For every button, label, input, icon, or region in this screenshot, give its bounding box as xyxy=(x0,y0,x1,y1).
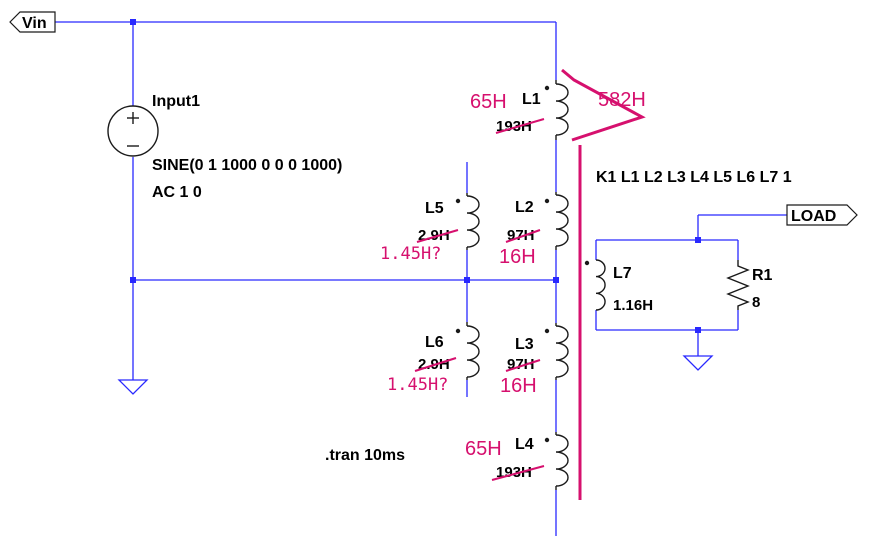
source-ac: AC 1 0 xyxy=(152,184,202,201)
l7-name: L7 xyxy=(613,265,632,282)
l3-value: 97H xyxy=(507,356,535,373)
l2-name: L2 xyxy=(515,199,534,216)
source-function: SINE(0 1 1000 0 0 0 1000) xyxy=(152,157,342,174)
source-name: Input1 xyxy=(152,93,200,110)
l6-annotation: 1.45H? xyxy=(387,375,448,395)
core-annotation-mark xyxy=(561,68,646,500)
r1-name: R1 xyxy=(752,267,773,284)
vin-net-flag[interactable]: Vin xyxy=(9,11,56,33)
inductor-l2-symbol[interactable] xyxy=(555,192,569,250)
l5-name: L5 xyxy=(425,200,444,217)
ground-symbol xyxy=(682,355,714,371)
l4-annotation: 65H xyxy=(465,438,502,460)
l1-name: L1 xyxy=(522,91,541,108)
l2-value: 97H xyxy=(507,227,535,244)
ground-symbol xyxy=(117,379,149,395)
coupling-directive[interactable]: K1 L1 L2 L3 L4 L5 L6 L7 1 xyxy=(596,169,792,186)
inductor-l7-symbol[interactable] xyxy=(595,259,606,311)
vin-label: Vin xyxy=(22,15,47,32)
l3-annotation: 16H xyxy=(500,375,537,397)
load-net-flag[interactable]: LOAD xyxy=(786,204,858,226)
inductor-l4-symbol[interactable] xyxy=(555,432,569,490)
tran-directive[interactable]: .tran 10ms xyxy=(325,447,405,464)
r1-value: 8 xyxy=(752,294,760,311)
load-label: LOAD xyxy=(791,208,836,225)
wires xyxy=(55,21,787,536)
l2-annotation: 16H xyxy=(499,246,536,268)
inductor-l1-symbol[interactable] xyxy=(555,80,569,140)
total-inductance-note: 582H xyxy=(598,89,646,111)
l6-name: L6 xyxy=(425,334,444,351)
junction-dots xyxy=(130,19,701,333)
l4-name: L4 xyxy=(515,436,534,453)
voltage-source-symbol[interactable] xyxy=(107,105,159,157)
l7-value: 1.16H xyxy=(613,297,653,314)
l5-annotation: 1.45H? xyxy=(380,244,441,264)
inductor-l3-symbol[interactable] xyxy=(555,323,569,380)
l1-annotation: 65H xyxy=(470,91,507,113)
inductor-l6-symbol[interactable] xyxy=(466,322,480,380)
l3-name: L3 xyxy=(515,336,534,353)
resistor-r1-symbol[interactable] xyxy=(726,260,750,310)
inductor-l5-symbol[interactable] xyxy=(466,193,480,250)
polarity-dots xyxy=(455,85,590,443)
l5-value: 2.9H xyxy=(418,227,450,244)
strike-through-marks xyxy=(414,118,545,481)
